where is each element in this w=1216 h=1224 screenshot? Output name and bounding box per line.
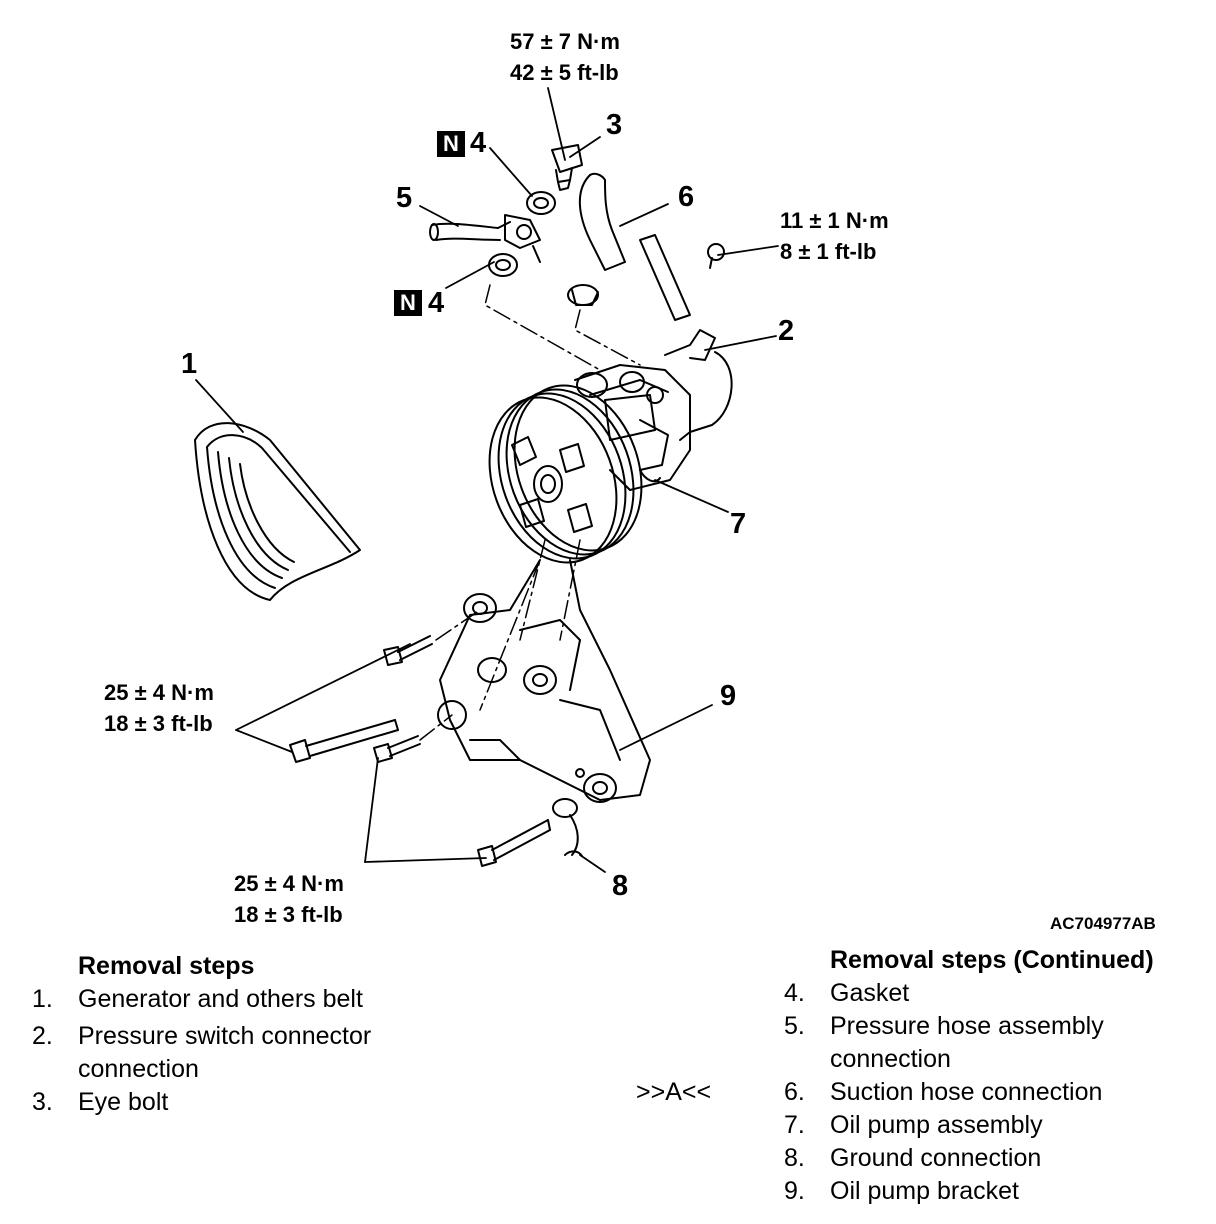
list-item: 8. Ground connection <box>784 1142 1164 1175</box>
bracket-bolt-short <box>373 735 421 763</box>
callout-8: 8 <box>612 870 629 902</box>
list-item: 6. Suction hose connection <box>784 1076 1164 1109</box>
step-number: 6. <box>784 1078 805 1106</box>
pump-pulley <box>488 384 643 564</box>
step-text: Ground connection <box>830 1144 1042 1172</box>
step-text: Generator and others belt <box>78 985 363 1013</box>
pressure-switch-connector <box>664 329 733 441</box>
step-number: 3. <box>32 1088 53 1116</box>
step-number: 7. <box>784 1111 805 1139</box>
callout-4-lower: 4 <box>428 287 445 319</box>
ground-terminal <box>552 798 583 857</box>
leader-lines <box>195 87 779 873</box>
list-item: 4. Gasket <box>784 977 1164 1010</box>
suction-hose <box>567 172 626 306</box>
power-steering-pump-diagram <box>194 87 779 873</box>
callout-2: 2 <box>778 315 795 347</box>
step-number: 1. <box>32 985 53 1013</box>
step-number: 4. <box>784 979 805 1007</box>
bracket-bolt-long <box>289 719 399 763</box>
bracket-bolt-upper <box>383 635 433 666</box>
list-item: 9. Oil pump bracket <box>784 1175 1164 1208</box>
removal-steps-list: 1. Generator and others belt 2. Pressure… <box>32 983 452 1119</box>
step-text: Suction hose connection <box>830 1078 1103 1106</box>
step-number: 2. <box>32 1022 53 1050</box>
oil-pump-bracket <box>437 559 651 803</box>
step-text: Eye bolt <box>78 1088 169 1116</box>
callout-4-upper: 4 <box>470 127 487 159</box>
step-number: 5. <box>784 1012 805 1040</box>
list-item: 1. Generator and others belt <box>32 983 452 1016</box>
step-text: Oil pump bracket <box>830 1177 1019 1205</box>
procedure-marker: >>A<< <box>636 1078 712 1106</box>
callout-5: 5 <box>396 182 413 214</box>
step-number: 8. <box>784 1144 805 1172</box>
removal-steps-continued-title: Removal steps (Continued) <box>830 946 1154 974</box>
removal-steps-title: Removal steps <box>78 952 255 980</box>
bracket-bolt-lower <box>477 819 551 867</box>
list-item: 3. Eye bolt <box>32 1086 452 1119</box>
torque-bracket-lower-ftlb: 18 ± 3 ft-lb <box>234 902 343 927</box>
pressure-hose <box>429 214 541 263</box>
eye-bolt <box>551 144 583 191</box>
figure-reference-code: AC704977AB <box>1050 914 1156 933</box>
removal-steps-continued-list: 4. Gasket 5. Pressure hose assembly conn… <box>784 977 1164 1208</box>
callout-7: 7 <box>730 508 747 540</box>
step-text: Gasket <box>830 979 910 1007</box>
torque-bracket-upper-ftlb: 18 ± 3 ft-lb <box>104 711 213 736</box>
callout-3: 3 <box>606 109 623 141</box>
new-part-marker-lower: N <box>394 290 422 316</box>
pressure-pipe <box>639 234 725 321</box>
torque-bracket-lower-nm: 25 ± 4 N·m <box>234 871 344 896</box>
torque-eye-bolt-nm: 57 ± 7 N·m <box>510 29 620 54</box>
list-item: 5. Pressure hose assembly connection <box>784 1010 1164 1076</box>
step-text: Pressure hose assembly connection <box>830 1012 1104 1073</box>
callout-1: 1 <box>181 348 198 380</box>
torque-pressure-switch-ftlb: 8 ± 1 ft-lb <box>780 239 877 264</box>
oil-pump-body <box>574 364 691 491</box>
torque-pressure-switch: 11 ± 1 N·m 8 ± 1 ft-lb <box>780 205 889 267</box>
gasket-lower <box>488 253 518 277</box>
torque-eye-bolt-ftlb: 42 ± 5 ft-lb <box>510 60 619 85</box>
step-text: Oil pump assembly <box>830 1111 1043 1139</box>
new-part-marker-upper: N <box>437 131 465 157</box>
gasket-upper <box>526 191 556 215</box>
list-item: 2. Pressure switch connector connection <box>32 1020 452 1086</box>
torque-bracket-upper-nm: 25 ± 4 N·m <box>104 680 214 705</box>
callout-6: 6 <box>678 181 695 213</box>
list-item: 7. Oil pump assembly <box>784 1109 1164 1142</box>
assembly-lines <box>419 284 641 741</box>
torque-pressure-switch-nm: 11 ± 1 N·m <box>780 208 889 233</box>
step-text: Pressure switch connector connection <box>78 1022 372 1083</box>
torque-bracket-upper: 25 ± 4 N·m 18 ± 3 ft-lb <box>104 677 214 739</box>
callout-9: 9 <box>720 680 737 712</box>
torque-eye-bolt: 57 ± 7 N·m 42 ± 5 ft-lb <box>510 26 620 88</box>
torque-bracket-lower: 25 ± 4 N·m 18 ± 3 ft-lb <box>234 868 344 930</box>
step-number: 9. <box>784 1177 805 1205</box>
drive-belt <box>194 422 361 601</box>
